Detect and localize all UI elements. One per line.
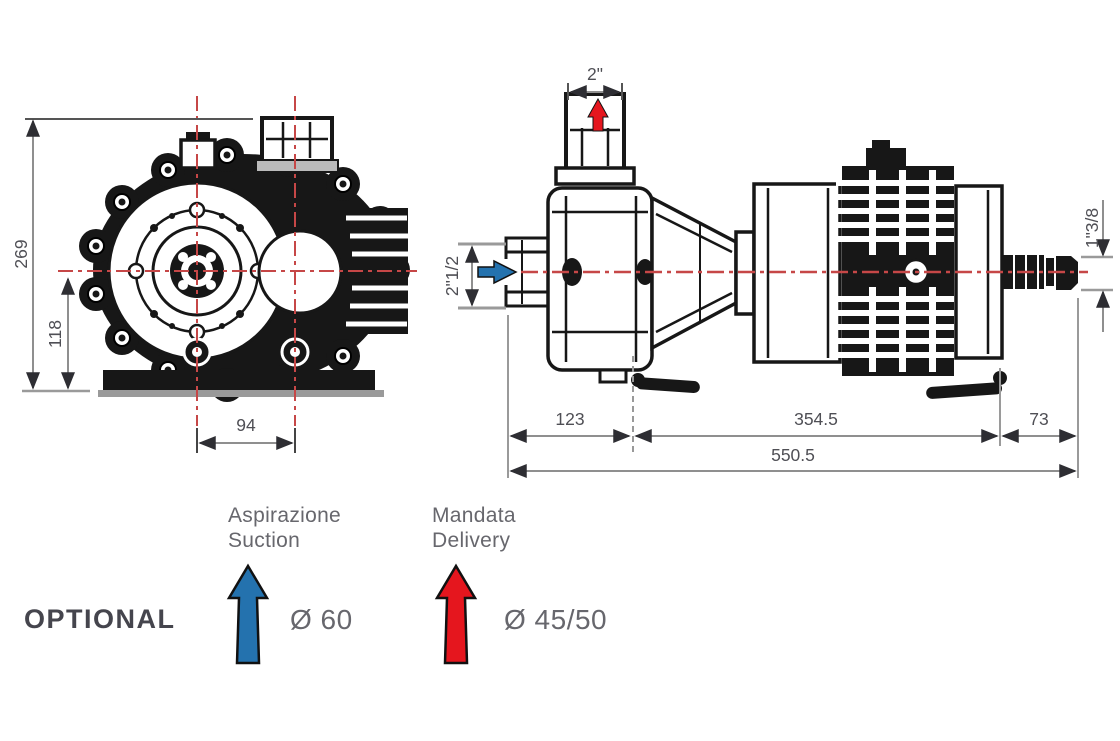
dim-2half: 2"1/2 <box>442 256 462 296</box>
finned-section <box>836 140 960 376</box>
front-centerlines <box>58 96 417 426</box>
side-view-drawing: 2" 2"1/2 1"3/8 123 354.5 73 550.5 <box>442 64 1113 478</box>
side-fins <box>346 215 410 327</box>
front-view-drawing: 269 118 94 <box>11 96 417 453</box>
side-view-dimensions: 2" 2"1/2 1"3/8 123 354.5 73 550.5 <box>442 64 1113 478</box>
dim-94: 94 <box>236 415 256 435</box>
front-view-dimensions: 269 118 94 <box>11 118 296 453</box>
delivery-label-en: Delivery <box>432 529 511 552</box>
dim-73: 73 <box>1029 409 1048 429</box>
crankcase-drum <box>752 182 842 364</box>
dim-118: 118 <box>45 320 65 348</box>
dim-123: 123 <box>555 409 584 429</box>
dim-1-3-8: 1"3/8 <box>1082 208 1102 248</box>
suction-diameter: Ø 60 <box>290 604 353 635</box>
suction-label-it: Aspirazione <box>228 504 342 527</box>
delivery-diameter: Ø 45/50 <box>504 604 608 635</box>
delivery-direction-arrow-icon <box>587 97 609 132</box>
dim-354-5: 354.5 <box>794 409 838 429</box>
optional-label: OPTIONAL <box>24 604 176 634</box>
suction-labels: Aspirazione Suction <box>228 503 341 553</box>
delivery-port-front <box>255 116 339 173</box>
dim-269: 269 <box>11 239 31 268</box>
dim-550-5: 550.5 <box>771 445 815 465</box>
suction-arrow-icon <box>226 563 270 665</box>
pump-head <box>546 186 654 384</box>
delivery-port-side <box>554 92 636 186</box>
dim-2in: 2" <box>587 64 603 84</box>
delivery-arrow-icon <box>434 563 478 665</box>
pump-dimension-drawing: 269 118 94 <box>11 64 1113 478</box>
suction-label-en: Suction <box>228 529 301 552</box>
delivery-labels: Mandata Delivery <box>432 503 516 553</box>
delivery-label-it: Mandata <box>432 504 516 527</box>
